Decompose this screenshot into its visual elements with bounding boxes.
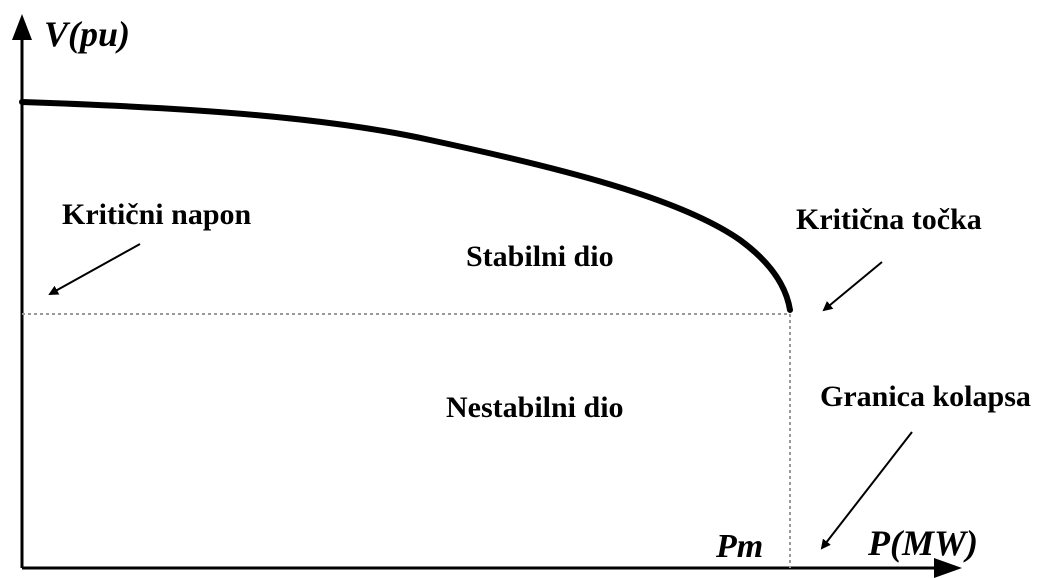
critical-point-arrow xyxy=(822,261,883,312)
y-axis-label: V(pu) xyxy=(44,14,130,54)
x-axis-arrowhead xyxy=(934,558,962,578)
x-axis-label: P(MW) xyxy=(867,523,978,563)
collapse-limit-label: Granica kolapsa xyxy=(820,380,1031,413)
x-tick-pm: Pm xyxy=(715,528,763,565)
pv-curve xyxy=(19,99,793,313)
critical-voltage-label: Kritični napon xyxy=(62,198,252,231)
unstable-part-label: Nestabilni dio xyxy=(446,391,624,424)
critical-voltage-arrow xyxy=(48,243,141,295)
y-axis-arrowhead xyxy=(12,14,32,40)
critical-point-label: Kritična točka xyxy=(796,203,982,236)
stable-part-label: Stabilni dio xyxy=(466,240,614,273)
collapse-limit-arrow xyxy=(820,431,913,550)
